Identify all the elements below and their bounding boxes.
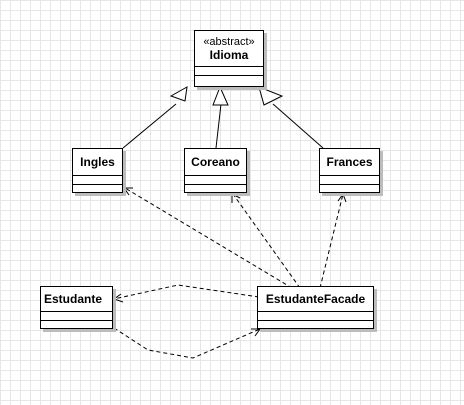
dependency-arrowhead-coreano xyxy=(231,193,241,203)
dependency-facade-ingles xyxy=(124,187,293,289)
class-estudante-facade-name: EstudanteFacade xyxy=(265,292,366,306)
class-coreano[interactable]: Coreano xyxy=(184,148,247,193)
dependency-facade-coreano xyxy=(232,193,301,289)
generalization-arrowhead-frances xyxy=(258,86,284,106)
class-estudante-facade-operations xyxy=(258,320,373,328)
class-ingles-attributes xyxy=(73,175,122,184)
dependency-estudante-facade xyxy=(113,327,261,359)
class-idioma-stereotype: «abstract» xyxy=(203,35,255,48)
class-estudante-operations xyxy=(41,320,112,328)
dependency-arrowhead-frances xyxy=(337,192,347,203)
generalization-arrowhead-coreano xyxy=(212,85,229,106)
class-coreano-operations xyxy=(185,184,246,192)
class-frances-attributes xyxy=(320,175,379,184)
class-idioma-operations xyxy=(195,75,263,86)
class-frances[interactable]: Frances xyxy=(319,148,380,193)
class-coreano-attributes xyxy=(185,175,246,184)
class-idioma-attributes xyxy=(195,66,263,75)
dependency-arrowhead-facade xyxy=(251,328,261,337)
dependency-arrowhead-ingles xyxy=(123,187,133,196)
class-estudante-name: Estudante xyxy=(44,292,103,306)
generalization-frances-idioma xyxy=(272,103,324,149)
class-estudante[interactable]: Estudante xyxy=(40,286,113,329)
class-ingles-name: Ingles xyxy=(80,155,115,169)
dependency-facade-estudante xyxy=(113,284,260,300)
class-estudante-facade-header: EstudanteFacade xyxy=(258,287,373,311)
class-idioma-header: «abstract» Idioma xyxy=(195,31,263,66)
class-ingles-header: Ingles xyxy=(73,149,122,175)
class-estudante-attributes xyxy=(41,311,112,320)
class-estudante-facade[interactable]: EstudanteFacade xyxy=(257,286,374,329)
class-idioma-name: Idioma xyxy=(209,47,249,62)
class-frances-name: Frances xyxy=(326,155,373,169)
dependency-facade-frances xyxy=(319,193,344,289)
class-estudante-facade-attributes xyxy=(258,311,373,320)
dependency-arrowhead-estudante xyxy=(112,293,124,303)
class-coreano-header: Coreano xyxy=(185,149,246,175)
generalization-ingles-idioma xyxy=(122,103,177,149)
class-idioma[interactable]: «abstract» Idioma xyxy=(194,30,264,87)
generalization-coreano-idioma xyxy=(215,103,222,149)
class-ingles-operations xyxy=(73,184,122,192)
class-coreano-name: Coreano xyxy=(191,155,240,169)
class-frances-header: Frances xyxy=(320,149,379,175)
class-estudante-header: Estudante xyxy=(41,287,112,311)
class-ingles[interactable]: Ingles xyxy=(72,148,123,193)
class-frances-operations xyxy=(320,184,379,192)
generalization-arrowhead-ingles xyxy=(169,86,188,102)
